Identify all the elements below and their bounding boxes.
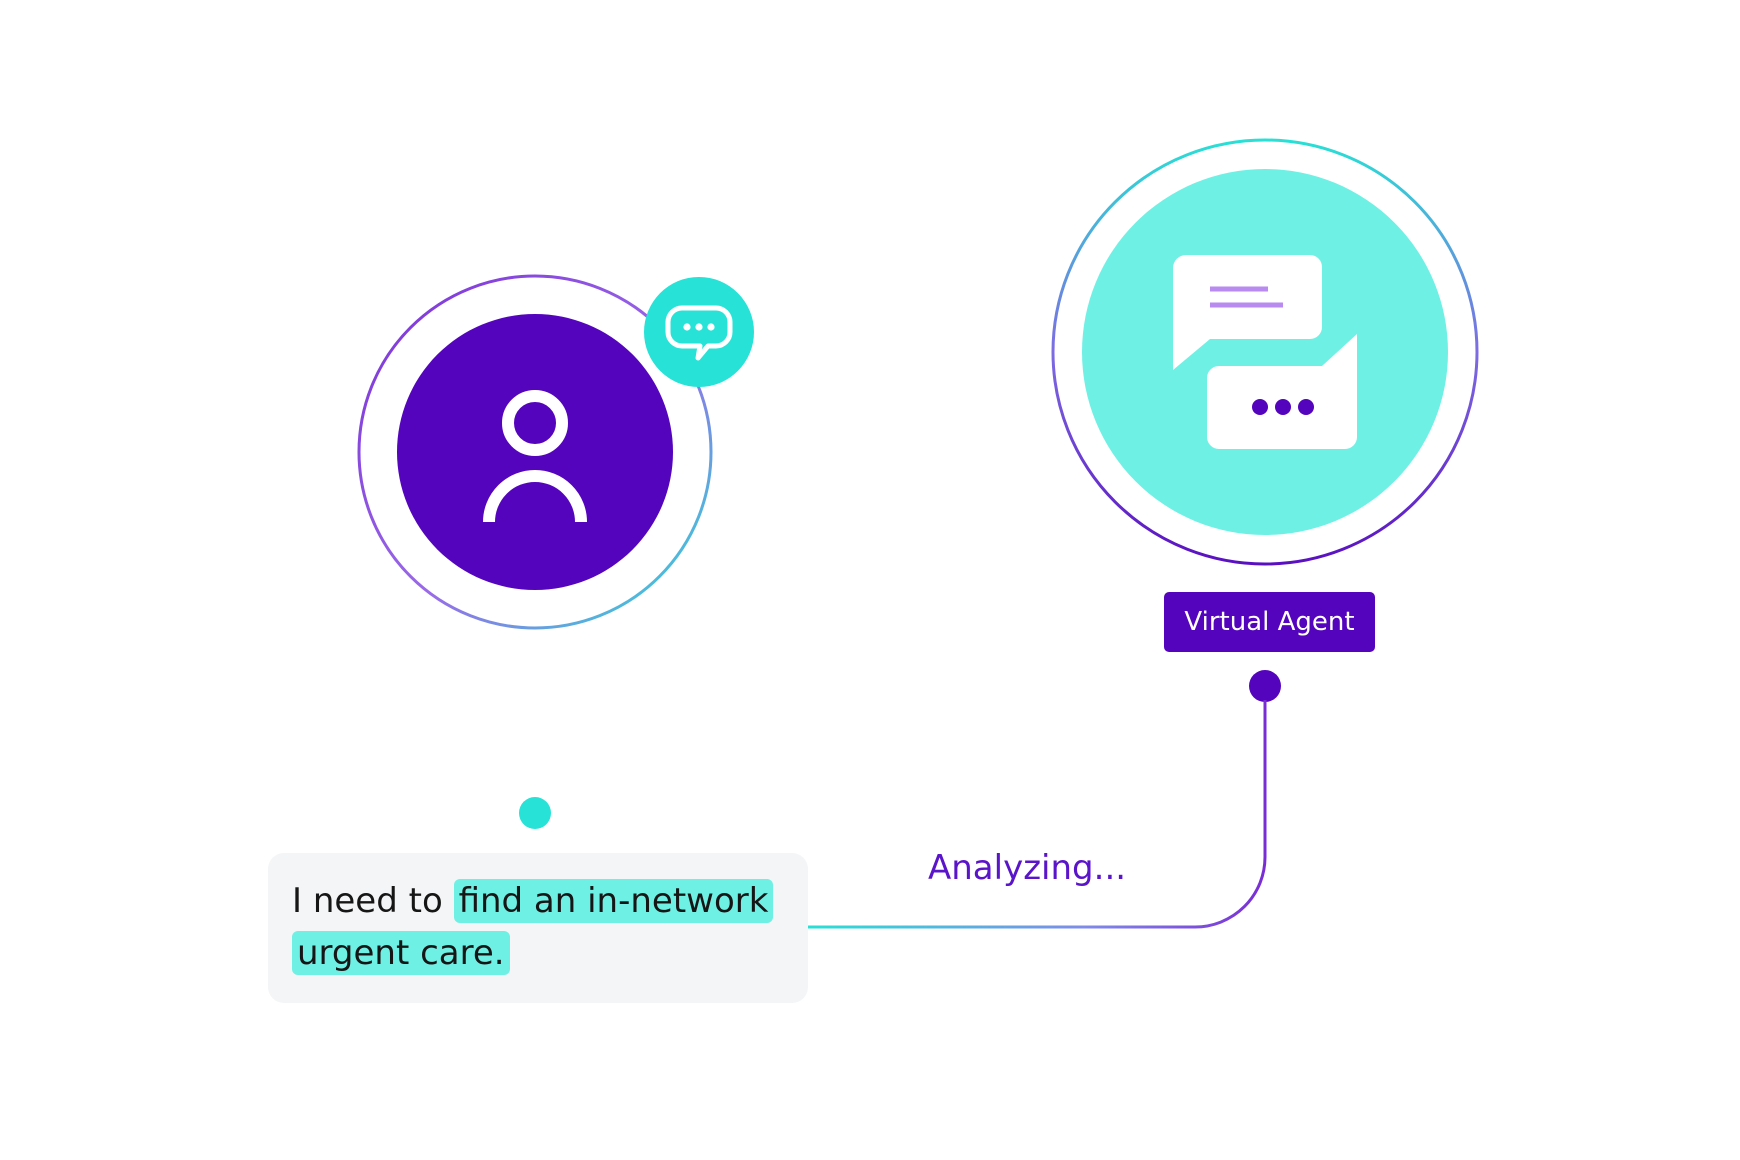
message-highlight-part-1: find an in-network (458, 881, 769, 921)
analyzing-status: Analyzing... (928, 848, 1127, 888)
user-message-text: I need to find an in-network urgent care. (292, 875, 784, 979)
user-node (357, 274, 754, 630)
message-prefix: I need to (292, 881, 454, 921)
agent-node (1051, 138, 1479, 566)
virtual-agent-label: Virtual Agent (1164, 592, 1375, 652)
agent-outer-ring (1051, 138, 1479, 566)
user-connector-dot (519, 797, 551, 829)
agent-disc (1082, 169, 1448, 535)
user-icon (483, 390, 587, 523)
message-highlight-part-2: urgent care. (297, 933, 505, 973)
agent-connector-line (808, 700, 1267, 929)
conversation-bubbles-icon (1173, 255, 1357, 449)
agent-connector-dot (1249, 670, 1281, 702)
user-message-card: I need to find an in-network urgent care. (268, 853, 808, 1003)
chat-bubble-icon (644, 277, 754, 387)
